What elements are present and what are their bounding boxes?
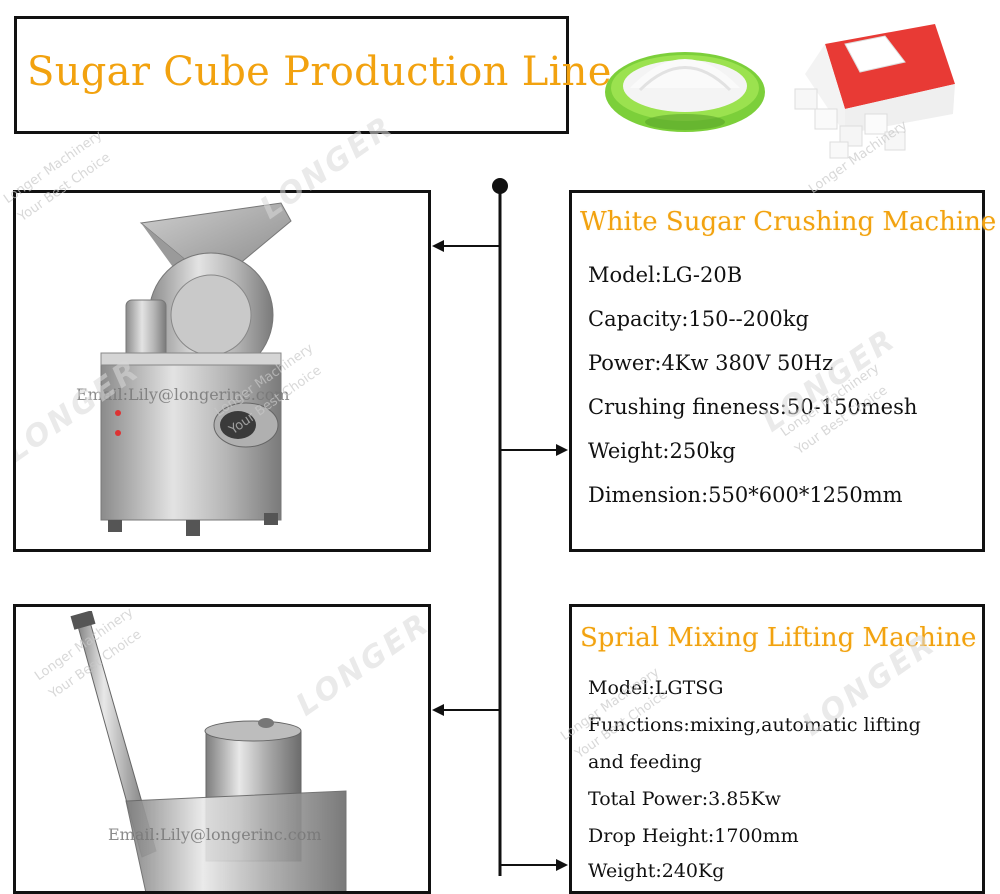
spec-line: Drop Height:1700mm xyxy=(588,825,799,847)
mixer-machine-image xyxy=(70,611,347,891)
spec-line: Total Power:3.85Kw xyxy=(588,788,781,810)
flow-connector xyxy=(432,178,568,876)
spec-line: Functions:mixing,automatic lifting xyxy=(588,714,921,736)
crusher-image-box: Email:Lily@longerinc.com LONGER Longer M… xyxy=(13,190,431,552)
svg-text:talko: talko xyxy=(858,45,895,68)
mixer-image-box: Email:Lily@longerinc.com LONGER Longer M… xyxy=(13,604,431,894)
spec-line: Power:4Kw 380V 50Hz xyxy=(588,351,834,375)
spec-line: Model:LG-20B xyxy=(588,263,743,287)
spec-line: Model:LGTSG xyxy=(588,677,724,699)
crusher-machine-image xyxy=(100,202,292,536)
sugar-cube-box-image: talko xyxy=(794,24,955,159)
title-box: Sugar Cube Production Line xyxy=(14,16,611,134)
spec-line: Weight:240Kg xyxy=(588,860,725,882)
spec-line: Weight:250kg xyxy=(588,439,736,463)
crusher-title: White Sugar Crushing Machine xyxy=(580,207,997,237)
spec-line: Capacity:150--200kg xyxy=(588,307,809,331)
email-watermark: Email:Lily@longerinc.com xyxy=(108,825,322,844)
page-title: Sugar Cube Production Line xyxy=(27,49,612,95)
spec-line: Dimension:550*600*1250mm xyxy=(588,483,903,507)
spec-line: Crushing fineness:50-150mesh xyxy=(588,395,918,419)
mixer-title: Sprial Mixing Lifting Machine xyxy=(580,623,977,653)
sugar-bowl-image xyxy=(605,52,765,132)
crusher-spec-box: White Sugar Crushing Machine Model:LG-20… xyxy=(569,190,996,552)
email-watermark: Email:Lily@longerinc.com xyxy=(76,385,290,404)
spec-line: and feeding xyxy=(588,751,702,773)
mixer-spec-box: Sprial Mixing Lifting Machine Model:LGTS… xyxy=(558,604,985,894)
